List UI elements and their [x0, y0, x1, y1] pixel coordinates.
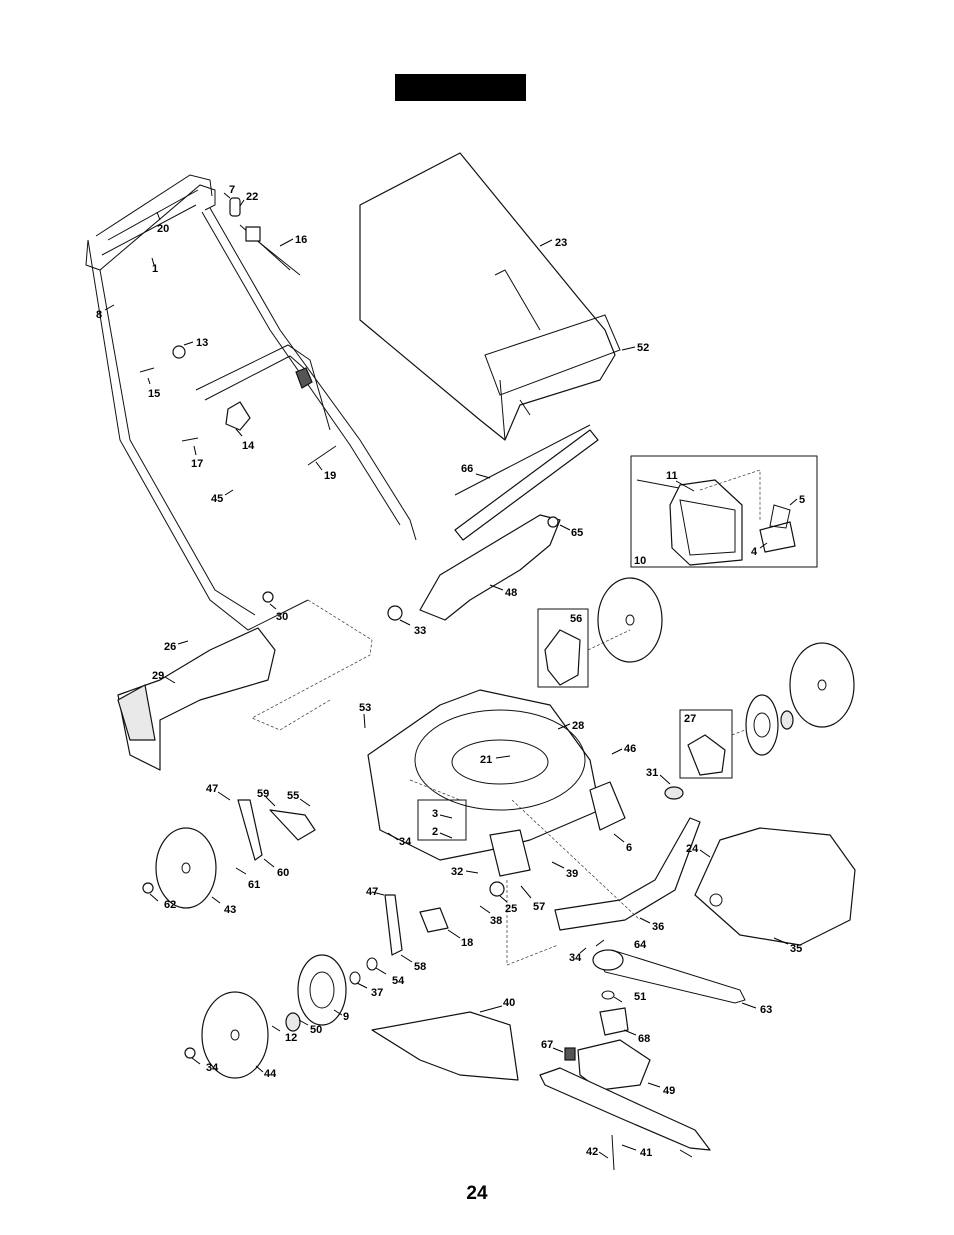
callout-42: 41 [640, 1147, 652, 1159]
callout-50: 12 [285, 1032, 297, 1044]
callout-51: 50 [310, 1024, 322, 1036]
callout-14: 14 [242, 440, 255, 452]
mulch-plug [372, 1012, 518, 1080]
callout-66: 66 [461, 463, 473, 475]
callout-55: 55 [287, 790, 299, 802]
callout-68: 67 [541, 1039, 553, 1051]
callout-40: 68 [638, 1033, 650, 1045]
callout-36: 36 [652, 921, 664, 933]
callout-23: 23 [555, 237, 567, 249]
callout-16: 16 [295, 234, 307, 246]
callout-63: 51 [634, 991, 646, 1003]
drive-belt [593, 950, 745, 1003]
inset-rear-door [631, 456, 817, 567]
callout-60: 60 [277, 867, 289, 879]
callout-21: 21 [480, 754, 492, 766]
callout-10: 10 [634, 555, 646, 567]
callout-64: 58 [414, 961, 426, 973]
callout-44: 42 [586, 1146, 598, 1158]
callout-53: 53 [359, 702, 371, 714]
callout-19: 19 [324, 470, 336, 482]
callout-62: 43 [224, 904, 236, 916]
callout-37: 63 [760, 1004, 772, 1016]
callout-58: 54 [392, 975, 405, 987]
callout-22: 22 [246, 191, 258, 203]
callout-7: 7 [229, 184, 235, 196]
belt-cover [695, 828, 855, 945]
callout-8: 8 [96, 309, 102, 321]
callout-34-a: 34 [399, 836, 412, 848]
rear-bracket-right [665, 710, 732, 799]
callout-61: 61 [248, 879, 260, 891]
callout-2: 2 [432, 826, 438, 838]
callout-18: 64 [634, 939, 647, 951]
callout-30: 30 [276, 611, 288, 623]
callout-39: 39 [566, 868, 578, 880]
callout-59: 59 [257, 788, 269, 800]
callout-9: 40 [503, 997, 515, 1009]
callout-52: 52 [637, 342, 649, 354]
callout-56: 56 [570, 613, 582, 625]
callout-11: 11 [666, 470, 678, 482]
callout-54: 37 [371, 987, 383, 999]
callout-47: 47 [206, 783, 218, 795]
rear-wheel-upper [598, 578, 662, 662]
callout-12: 9 [343, 1011, 349, 1023]
height-adjust-lever [238, 800, 315, 860]
callout-65: 65 [571, 527, 583, 539]
callout-26: 26 [164, 641, 176, 653]
callout-34-b: 62 [164, 899, 176, 911]
callout-31: 31 [646, 767, 658, 779]
callout-25: 25 [505, 903, 517, 915]
callout-34-d: 34 [206, 1062, 219, 1074]
callout-3: 3 [432, 808, 438, 820]
callout-46: 46 [624, 743, 636, 755]
callout-38: 38 [490, 915, 502, 927]
callout-32: 32 [451, 866, 463, 878]
page-number: 24 [0, 1183, 954, 1205]
callout-45: 45 [211, 493, 223, 505]
callout-48: 48 [505, 587, 517, 599]
callout-13: 13 [196, 337, 208, 349]
callout-49: 44 [264, 1068, 277, 1080]
callout-35: 35 [790, 943, 802, 955]
callout-67: 49 [663, 1085, 675, 1097]
callout-1: 1 [152, 263, 158, 275]
callout-17: 17 [191, 458, 203, 470]
callout-24: 24 [686, 843, 699, 855]
callout-5: 5 [799, 494, 805, 506]
rear-wheel-right [746, 643, 854, 755]
front-wheel-lower [185, 955, 346, 1078]
callout-28: 28 [572, 720, 584, 732]
callout-20: 20 [157, 223, 169, 235]
callout-27: 27 [684, 713, 696, 725]
callout-43: 18 [461, 937, 473, 949]
grass-bag [360, 153, 620, 440]
side-chute [118, 628, 275, 770]
callout-47-b: 47 [366, 886, 378, 898]
callout-4: 4 [751, 546, 758, 558]
callout-6: 6 [626, 842, 632, 854]
callout-34-c: 34 [569, 952, 582, 964]
callout-15: 15 [148, 388, 160, 400]
callout-57: 57 [533, 901, 545, 913]
front-wheel-upper [143, 828, 216, 908]
front-bracket [350, 895, 448, 984]
callout-29: 29 [152, 670, 164, 682]
mower-deck [368, 690, 625, 896]
callout-33: 33 [414, 625, 426, 637]
